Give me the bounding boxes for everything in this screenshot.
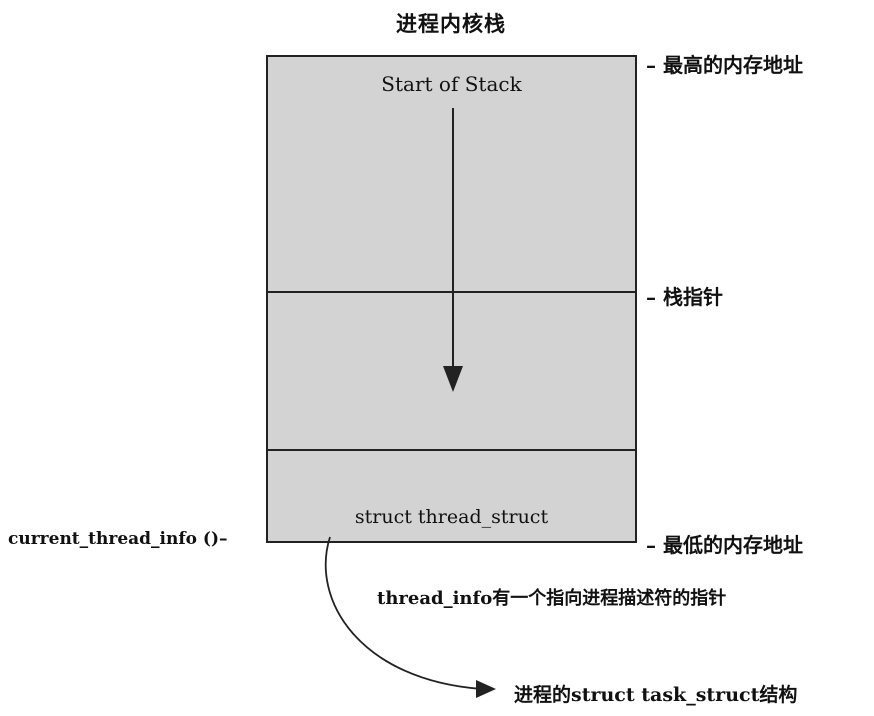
thread-struct-label: struct thread_struct — [354, 506, 549, 528]
diagram-title: 进程内核栈 — [396, 11, 506, 36]
pointer-description-label: thread_info有一个指向进程描述符的指针 — [377, 588, 727, 609]
start-of-stack-label: Start of Stack — [381, 72, 522, 96]
thread-info-divider — [266, 449, 637, 451]
curved-arrow-icon — [324, 536, 496, 698]
highest-address-label: – 最高的内存地址 — [646, 53, 803, 77]
lowest-address-label: – 最低的内存地址 — [646, 533, 803, 557]
current-thread-info-label: current_thread_info ()– — [8, 529, 228, 549]
task-struct-label: 进程的struct task_struct结构 — [514, 684, 798, 706]
kernel-stack-box — [266, 55, 637, 543]
stack-pointer-label: – 栈指针 — [646, 285, 723, 309]
stack-pointer-divider — [266, 291, 637, 293]
